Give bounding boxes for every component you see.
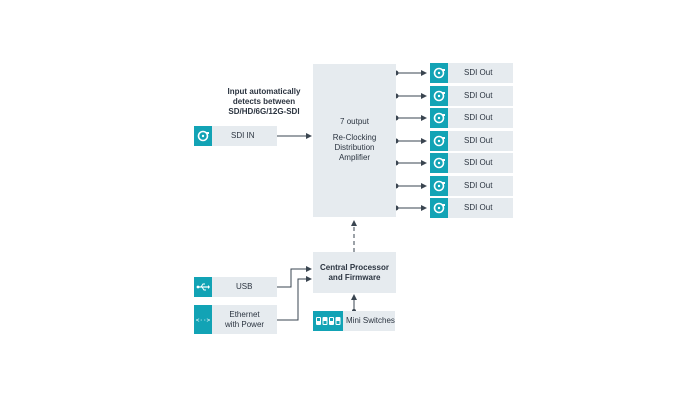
- usb-icon: [194, 277, 212, 297]
- bnc-connector-icon: [430, 86, 448, 106]
- ethernet-connector-line: [277, 276, 312, 321]
- sdi-output-label: SDI Out: [464, 158, 493, 167]
- dip-switch-icon: [313, 311, 343, 331]
- bnc-connector-icon: [430, 63, 448, 83]
- ethernet-label: Ethernet with Power: [224, 310, 265, 329]
- processor-label: Central Processor and Firmware: [320, 263, 389, 282]
- auto-detect-note: Input automatically detects between SD/H…: [227, 87, 301, 116]
- sdi-in-label: SDI IN: [231, 131, 255, 140]
- usb-block: [212, 277, 277, 297]
- sdi-in-block: [212, 126, 277, 146]
- amplifier-label: 7 output Re-Clocking Distribution Amplif…: [332, 117, 377, 162]
- sdi-output-label: SDI Out: [464, 203, 493, 212]
- sdi-output-label: SDI Out: [464, 181, 493, 190]
- ethernet-icon: <··>: [194, 305, 212, 334]
- mini-switches-label: Mini Switches: [346, 316, 395, 325]
- sdi-output-label: SDI Out: [464, 136, 493, 145]
- usb-label: USB: [236, 282, 253, 291]
- central-processor-block: [313, 252, 396, 293]
- bnc-connector-icon: [430, 176, 448, 196]
- ethernet-block: [212, 305, 277, 334]
- sdi-output-label: SDI Out: [464, 113, 493, 122]
- output-connector-lines: [393, 70, 427, 211]
- distribution-amplifier-block: [313, 64, 396, 217]
- bnc-connector-icon: [430, 153, 448, 173]
- sdi-output-label: SDI Out: [464, 68, 493, 77]
- sdi-output-label: SDI Out: [464, 91, 493, 100]
- svg-text:<··>: <··>: [196, 317, 211, 324]
- bnc-connector-icon: [430, 198, 448, 218]
- bnc-connector-icon: [430, 108, 448, 128]
- bnc-connector-icon: [430, 131, 448, 151]
- bnc-connector-icon: [194, 126, 212, 146]
- usb-connector-line: [277, 266, 312, 288]
